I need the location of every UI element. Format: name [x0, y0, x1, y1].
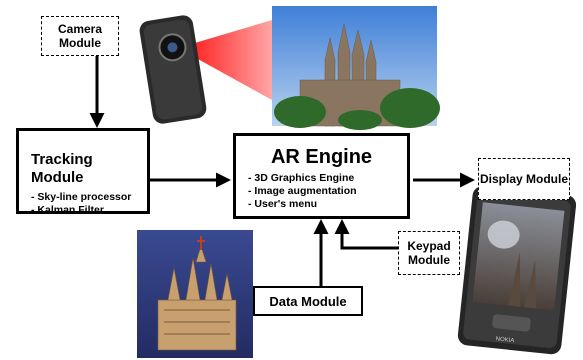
tracking-item: Kalman Filter	[31, 204, 147, 217]
ar-engine-item: Image augmentation	[248, 185, 407, 198]
ar-engine-item: 3D Graphics Engine	[248, 172, 407, 185]
display-module-label: Display Module	[479, 172, 568, 186]
tracking-module-box: Tracking Module Sky-line processor Kalma…	[16, 128, 150, 217]
tracking-item: Sky-line processor	[31, 191, 147, 204]
arrow-keypad-to-ar	[334, 219, 398, 250]
ar-engine-items: 3D Graphics Engine Image augmentation Us…	[248, 172, 407, 211]
display-phone-image	[457, 186, 577, 355]
ar-engine-title: AR Engine	[270, 146, 373, 168]
sagrada-familia-photo	[178, 6, 440, 130]
keypad-module-label: Keypad Module	[407, 239, 451, 267]
camera-module-label: Camera Module	[57, 22, 103, 50]
camera-module-box: Camera Module	[41, 16, 119, 56]
tracking-module-title: Tracking Module	[31, 151, 93, 186]
display-module-box: Display Module	[478, 158, 570, 200]
ar-engine-box: AR Engine 3D Graphics Engine Image augme…	[233, 133, 410, 219]
data-module-label: Data Module	[269, 293, 347, 309]
data-module-box: Data Module	[253, 286, 363, 316]
camera-phone-image	[139, 15, 207, 124]
keypad-module-box: Keypad Module	[398, 231, 460, 275]
cathedral-3d-render	[137, 230, 253, 358]
tracking-module-items: Sky-line processor Kalman Filter	[31, 191, 147, 217]
ar-engine-item: User's menu	[248, 198, 407, 211]
phone-brand: NOKIA	[495, 336, 514, 344]
